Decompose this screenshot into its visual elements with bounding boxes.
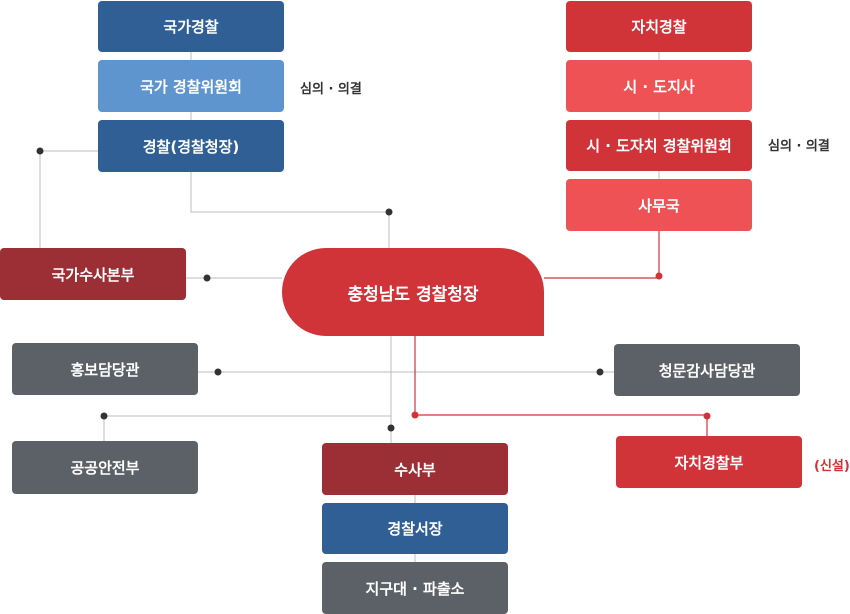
autonomous-police-dept-box: 자치경찰부 [616, 436, 802, 488]
national-police-agency-box: 경찰(경찰청장) [98, 120, 284, 172]
secretariat-label: 사무국 [638, 196, 680, 215]
autonomous-police-label: 자치경찰 [631, 18, 687, 36]
audit-officer-label: 청문감사담당관 [658, 361, 756, 380]
substation-box: 지구대 · 파출소 [322, 562, 508, 614]
new-badge: (신설) [814, 459, 850, 474]
autonomous-commission-label: 시 · 도자치 경찰위원회 [586, 137, 732, 155]
pr-officer-label: 홍보담당관 [70, 360, 140, 379]
governor-label: 시 · 도지사 [623, 77, 695, 96]
autonomous-police-dept-label: 자치경찰부 [674, 453, 744, 472]
national-commission-note: 심의 · 의결 [300, 82, 362, 97]
national-police-label: 국가경찰 [163, 18, 219, 36]
pr-officer-box: 홍보담당관 [12, 343, 198, 395]
governor-box: 시 · 도지사 [566, 60, 752, 112]
public-safety-dept-label: 공공안전부 [70, 459, 140, 477]
autonomous-commission-box: 시 · 도자치 경찰위원회 [566, 120, 752, 171]
police-station-chief-label: 경찰서장 [387, 520, 443, 538]
autonomous-police-box: 자치경찰 [566, 1, 752, 52]
audit-officer-box: 청문감사담당관 [614, 344, 800, 396]
investigation-dept-label: 수사부 [394, 460, 436, 479]
chungnam-police-chief-label: 충청남도 경찰청장 [347, 284, 479, 305]
national-investigation-hq-label: 국가수사본부 [51, 265, 135, 284]
national-police-box: 국가경찰 [98, 1, 284, 52]
investigation-dept-box: 수사부 [322, 443, 508, 495]
substation-label: 지구대 · 파출소 [365, 579, 465, 598]
national-commission-box: 국가 경찰위원회 [98, 60, 284, 112]
national-commission-label: 국가 경찰위원회 [140, 77, 242, 96]
public-safety-dept-box: 공공안전부 [12, 441, 198, 494]
autonomous-commission-note: 심의 · 의결 [768, 139, 830, 154]
national-investigation-hq-box: 국가수사본부 [0, 248, 186, 300]
national-police-agency-label: 경찰(경찰청장) [142, 137, 240, 156]
secretariat-box: 사무국 [566, 179, 752, 231]
chungnam-police-chief-box: 충청남도 경찰청장 [282, 248, 544, 336]
police-station-chief-box: 경찰서장 [322, 503, 508, 554]
